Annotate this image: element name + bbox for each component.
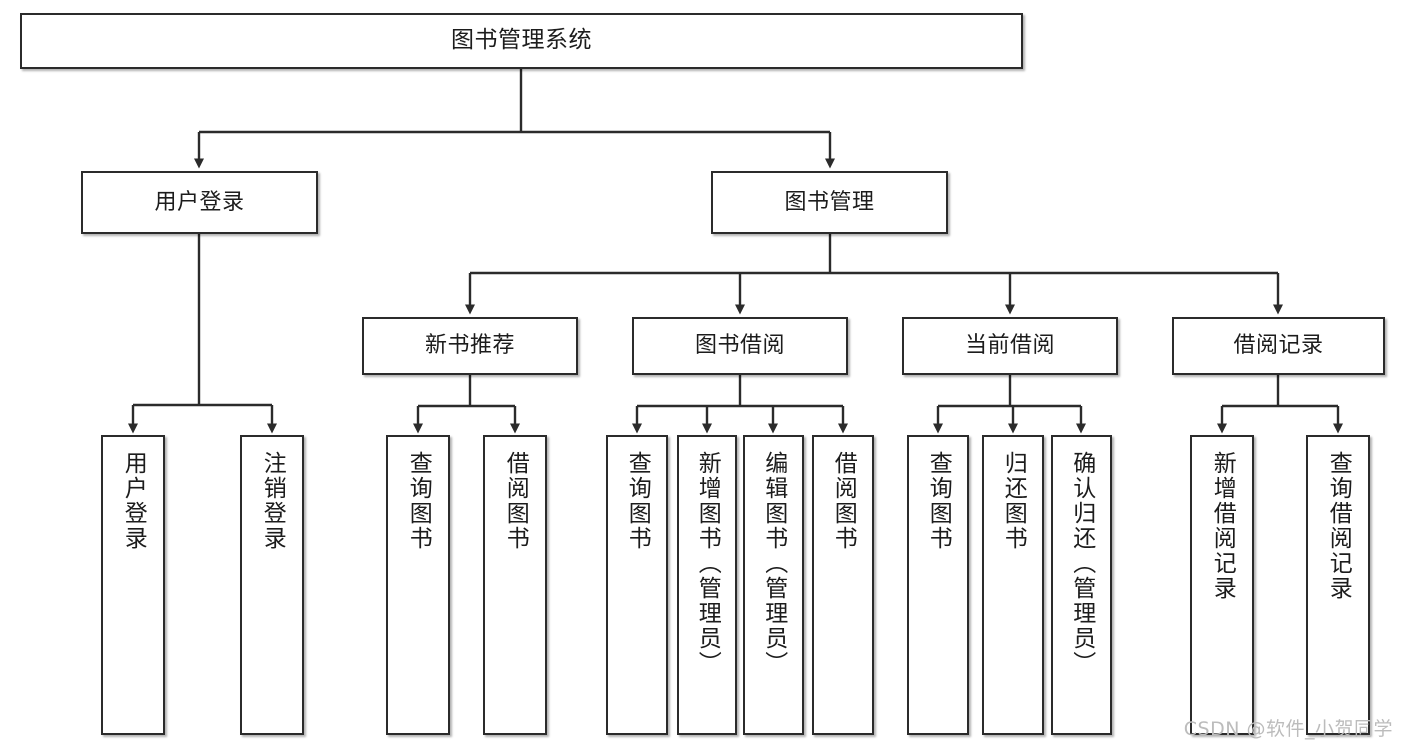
node-return-book[interactable]: 归还图书 [982, 435, 1044, 735]
node-add-borrow-record[interactable]: 新增借阅记录 [1190, 435, 1254, 735]
node-user-login[interactable]: 用户登录 [81, 171, 318, 234]
node-label: 图书管理 [784, 189, 875, 215]
watermark-text: CSDN @软件_小贺同学 [1183, 718, 1393, 740]
node-book-management[interactable]: 图书管理 [711, 171, 948, 234]
node-label: 查询借阅记录 [1325, 451, 1352, 601]
node-label: 用户登录 [120, 451, 147, 551]
node-user-login-action[interactable]: 用户登录 [101, 435, 165, 735]
node-label: 编辑图书（管理员） [760, 451, 787, 676]
node-edit-book-admin[interactable]: 编辑图书（管理员） [743, 435, 804, 735]
node-label: 借阅图书 [502, 451, 529, 551]
node-label: 查询图书 [405, 451, 432, 551]
node-logout-action[interactable]: 注销登录 [240, 435, 304, 735]
node-current-borrow[interactable]: 当前借阅 [902, 317, 1118, 375]
node-label: 当前借阅 [964, 333, 1055, 359]
node-borrow-record[interactable]: 借阅记录 [1172, 317, 1385, 375]
node-confirm-return-admin[interactable]: 确认归还（管理员） [1051, 435, 1112, 735]
node-borrow-book-action[interactable]: 借阅图书 [812, 435, 874, 735]
node-query-book-current[interactable]: 查询图书 [907, 435, 969, 735]
node-label: 确认归还（管理员） [1068, 451, 1095, 676]
node-system-root[interactable]: 图书管理系统 [20, 13, 1023, 69]
node-label: 用户登录 [154, 189, 245, 215]
node-query-book-borrow[interactable]: 查询图书 [606, 435, 668, 735]
node-label: 归还图书 [1000, 451, 1027, 551]
node-label: 图书管理系统 [451, 27, 592, 54]
node-book-borrow[interactable]: 图书借阅 [632, 317, 848, 375]
node-label: 图书借阅 [694, 333, 785, 359]
node-label: 新增图书（管理员） [694, 451, 721, 676]
node-add-book-admin[interactable]: 新增图书（管理员） [677, 435, 737, 735]
node-label: 查询图书 [624, 451, 651, 551]
node-label: 查询图书 [925, 451, 952, 551]
node-label: 借阅记录 [1233, 333, 1324, 359]
node-borrow-book-recommend[interactable]: 借阅图书 [483, 435, 547, 735]
node-label: 新增借阅记录 [1209, 451, 1236, 601]
node-label: 注销登录 [259, 451, 286, 551]
node-query-borrow-record[interactable]: 查询借阅记录 [1306, 435, 1370, 735]
node-query-book-recommend[interactable]: 查询图书 [386, 435, 450, 735]
node-label: 借阅图书 [830, 451, 857, 551]
node-label: 新书推荐 [424, 333, 515, 359]
node-new-book-recommend[interactable]: 新书推荐 [362, 317, 578, 375]
